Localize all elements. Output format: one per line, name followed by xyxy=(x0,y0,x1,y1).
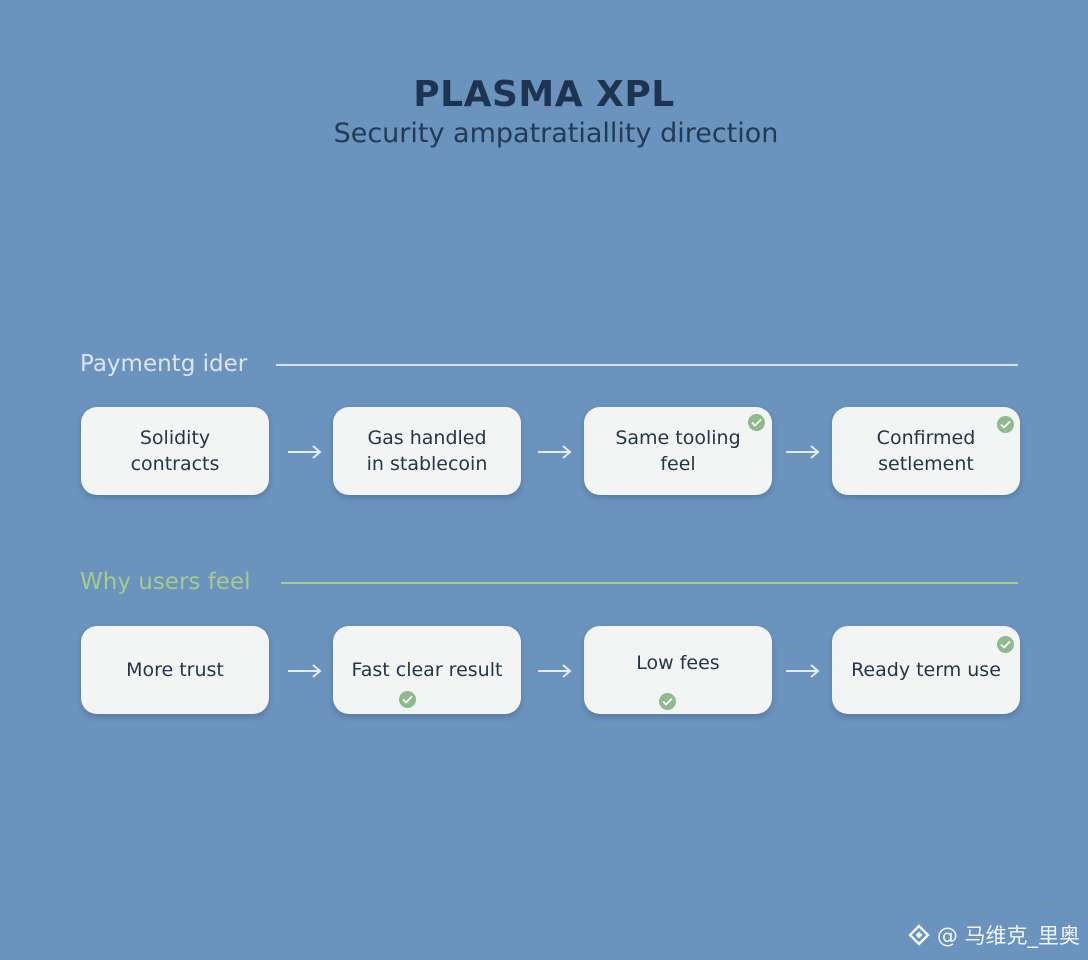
arrow-right-icon xyxy=(786,664,820,678)
diagram-subtitle: Security ampatratiallity direction xyxy=(333,118,779,149)
check-icon xyxy=(997,636,1014,653)
flow-card: Same tooling feel xyxy=(584,407,772,495)
section-divider xyxy=(281,582,1018,584)
diagram-title: PLASMA XPL xyxy=(413,74,675,115)
arrow-right-icon xyxy=(538,664,572,678)
arrow-right-icon xyxy=(288,445,322,459)
check-icon xyxy=(997,416,1014,433)
arrow-right-icon xyxy=(786,445,820,459)
check-icon xyxy=(748,414,765,431)
watermark-text: @ 马维克_里奥 xyxy=(936,924,1080,948)
check-icon xyxy=(399,691,416,708)
flow-card: Fast clear result xyxy=(333,626,521,714)
flow-card: Low fees xyxy=(584,626,772,714)
check-icon xyxy=(659,693,676,710)
flow-card: Solidity contracts xyxy=(81,407,269,495)
section-label-payment: Paymentg ider xyxy=(80,351,248,377)
arrow-right-icon xyxy=(288,664,322,678)
arrow-right-icon xyxy=(538,445,572,459)
section-label-why-users-feel: Why users feel xyxy=(80,569,251,595)
flow-card: Ready term use xyxy=(832,626,1020,714)
flow-card: Gas handled in stablecoin xyxy=(333,407,521,495)
watermark: @ 马维克_里奥 xyxy=(907,920,1080,950)
section-divider xyxy=(276,364,1018,366)
binance-diamond-icon xyxy=(908,924,930,946)
flow-card: Confirmed setlement xyxy=(832,407,1020,495)
flow-card: More trust xyxy=(81,626,269,714)
